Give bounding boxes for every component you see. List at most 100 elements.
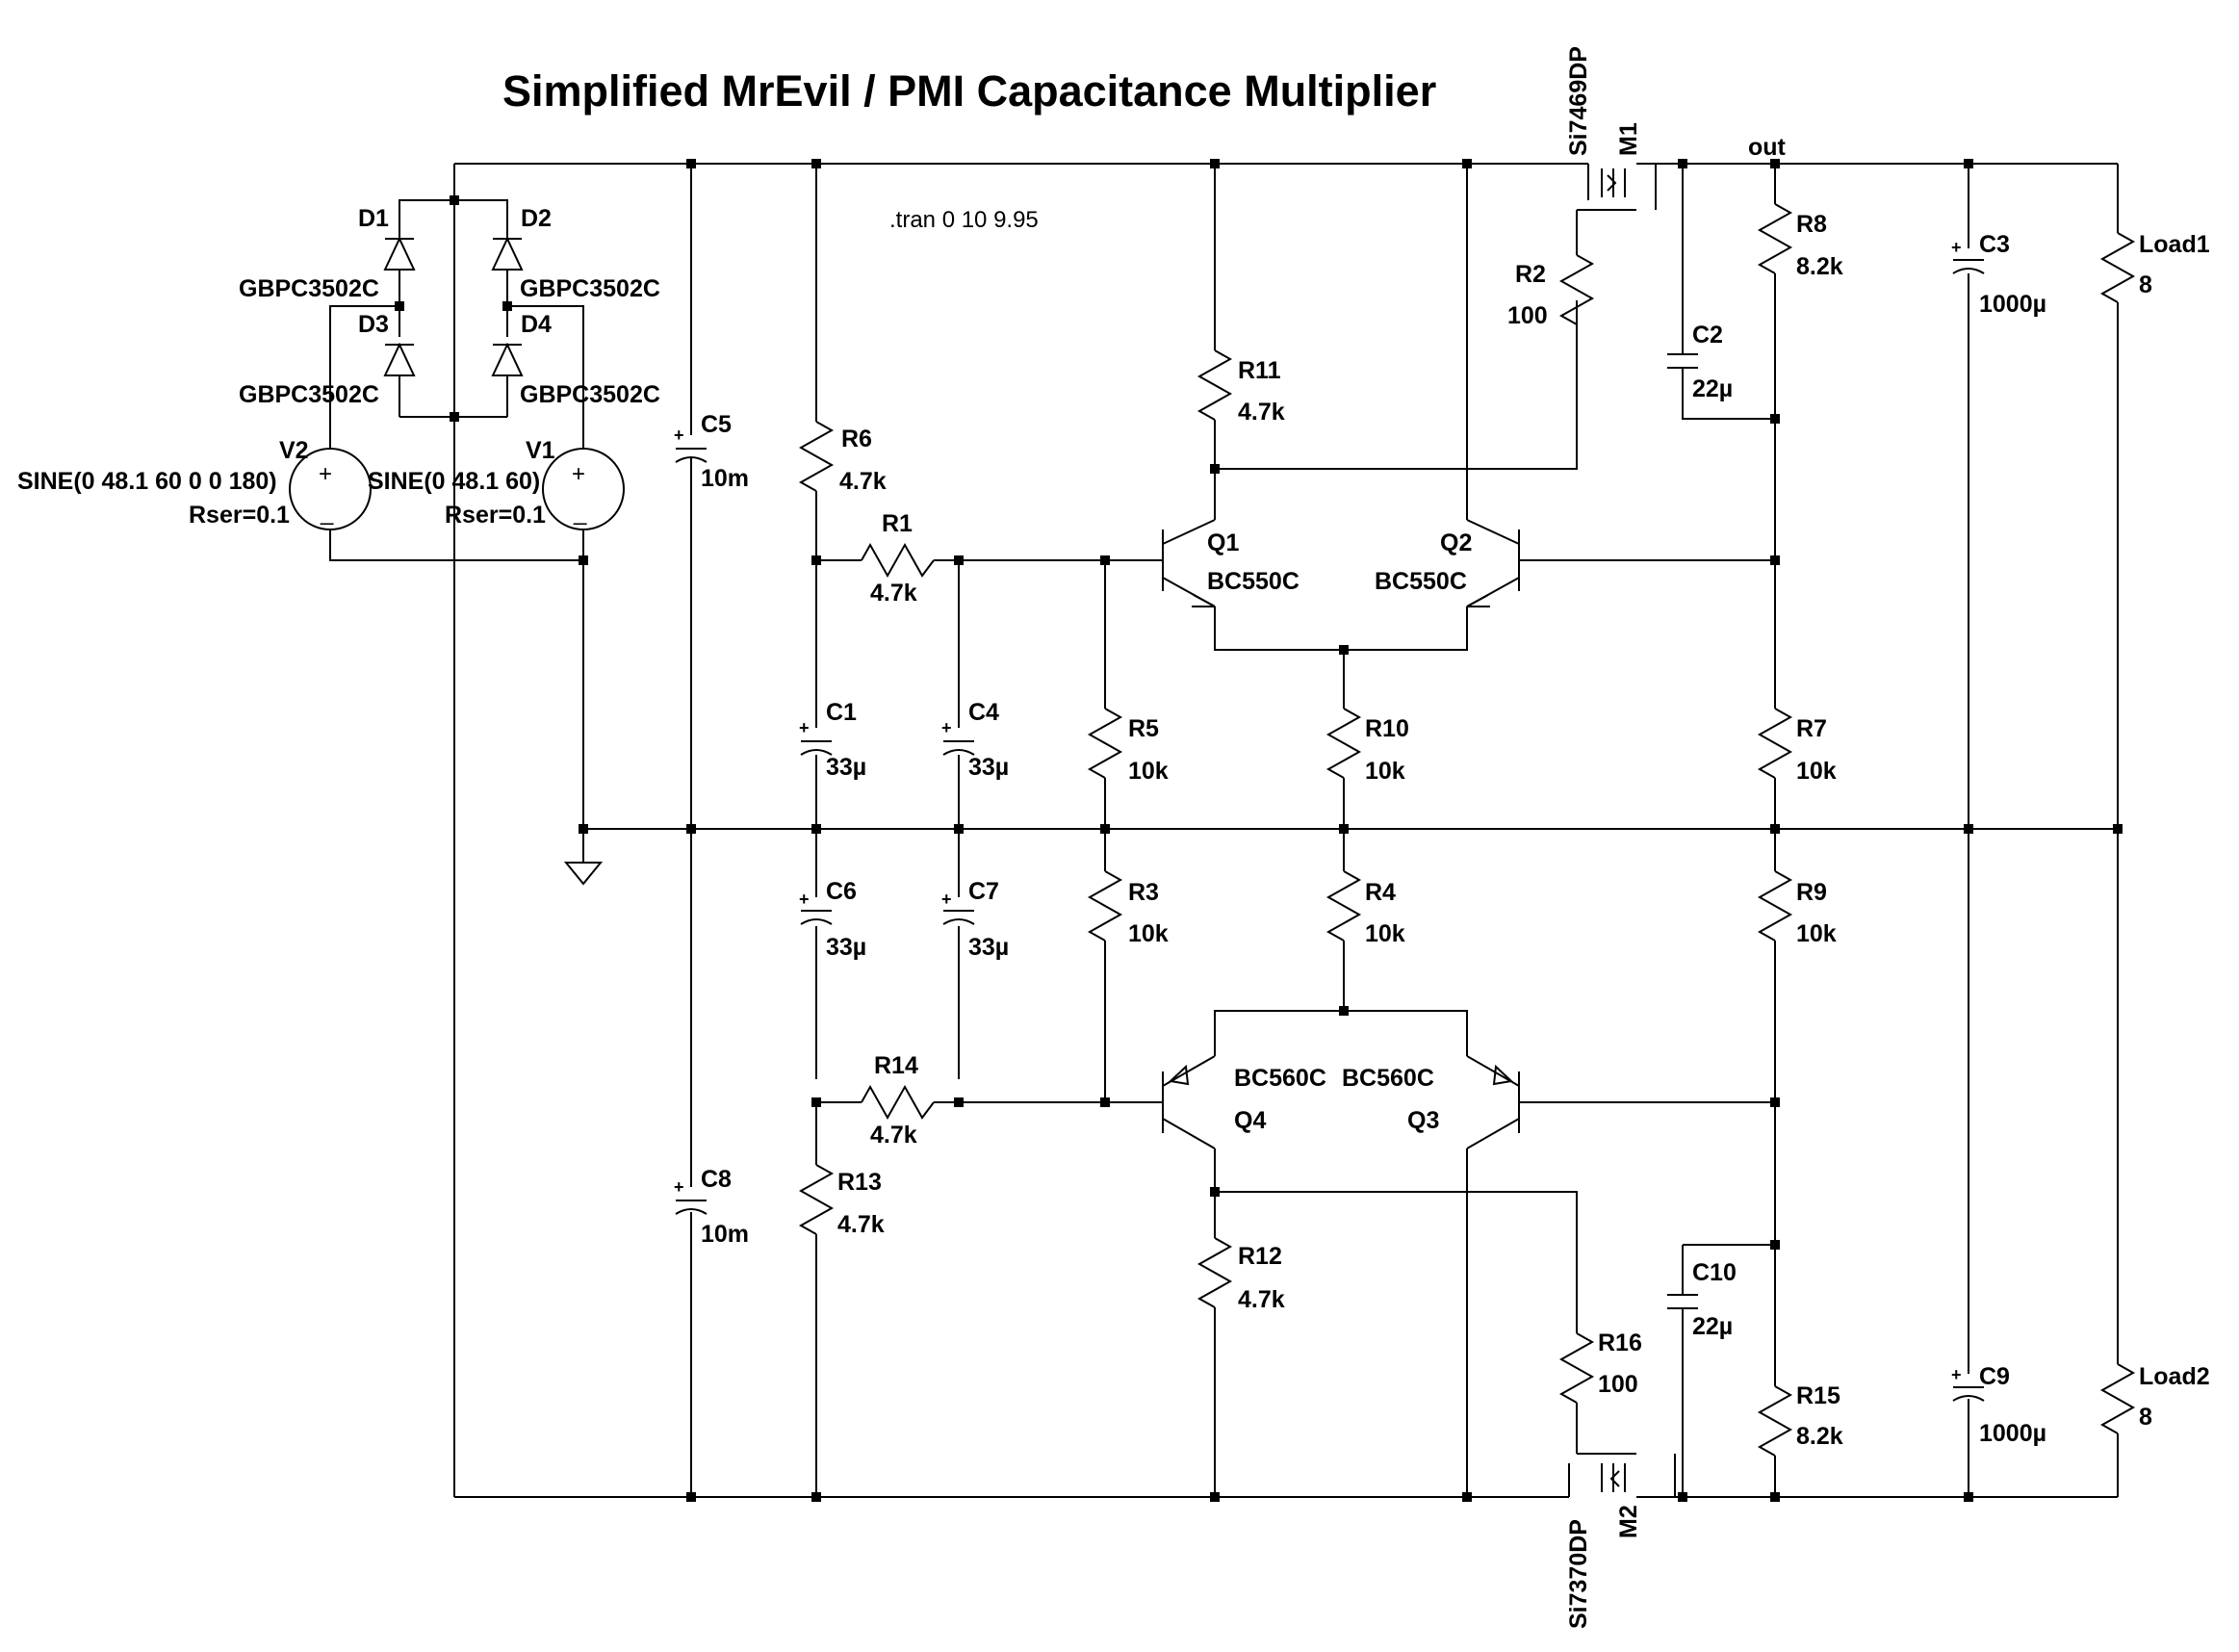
label-R5-ref: R5 (1128, 715, 1159, 742)
resistor-R7 (1757, 708, 1793, 779)
svg-text:+: + (1951, 238, 1962, 257)
label-D3-value: GBPC3502C (239, 381, 379, 408)
label-R4-ref: R4 (1365, 879, 1396, 906)
label-R16-value: 100 (1598, 1371, 1638, 1398)
label-Q3-ref: Q3 (1407, 1107, 1439, 1134)
resistor-R5 (1087, 708, 1123, 779)
label-R15-ref: R15 (1796, 1382, 1840, 1409)
label-C4-value: 33µ (968, 754, 1009, 781)
source-V2: + _ (289, 448, 372, 530)
label-Load1-ref: Load1 (2139, 231, 2210, 258)
label-C7-ref: C7 (968, 878, 999, 905)
label-R16-ref: R16 (1598, 1329, 1642, 1356)
capacitor-C3: + (1951, 238, 1985, 274)
label-R7-value: 10k (1796, 758, 1837, 785)
resistor-R15 (1757, 1385, 1793, 1457)
label-R3-value: 10k (1128, 920, 1169, 947)
label-R2-value: 100 (1507, 302, 1548, 329)
label-C1-ref: C1 (826, 699, 857, 726)
label-D2-ref: D2 (521, 205, 552, 232)
label-D4-ref: D4 (521, 311, 552, 338)
capacitor-C6: + (799, 890, 833, 925)
mosfet-M1 (1577, 163, 1657, 211)
resistor-R12 (1197, 1237, 1233, 1308)
capacitor-C8: + (674, 1177, 708, 1215)
label-Q3-value: BC560C (1342, 1065, 1434, 1092)
label-Q2-ref: Q2 (1440, 529, 1472, 556)
label-V1-value: SINE(0 48.1 60) (368, 468, 540, 495)
capacitor-C5: + (674, 426, 708, 463)
label-Load2-value: 8 (2139, 1404, 2152, 1431)
label-Load1-value: 8 (2139, 271, 2152, 298)
diode-D2 (491, 236, 524, 271)
diode-D4 (491, 342, 524, 376)
label-C1-value: 33µ (826, 754, 866, 781)
net-label-out: out (1748, 134, 1787, 161)
label-V2-rser: Rser=0.1 (189, 502, 290, 529)
resistor-R6 (798, 421, 835, 492)
label-R3-ref: R3 (1128, 879, 1159, 906)
label-R15-value: 8.2k (1796, 1423, 1843, 1450)
label-D4-value: GBPC3502C (520, 381, 660, 408)
svg-text:+: + (799, 890, 810, 909)
resistor-R9 (1757, 870, 1793, 942)
label-C10-value: 22µ (1692, 1313, 1733, 1340)
capacitor-C4: + (941, 718, 975, 756)
svg-text:_: _ (320, 500, 334, 526)
diode-D1 (383, 236, 416, 271)
label-C5-value: 10m (701, 465, 749, 492)
schematic-title: Simplified MrEvil / PMI Capacitance Mult… (502, 66, 1436, 116)
capacitor-C7: + (941, 890, 975, 925)
label-R1-value: 4.7k (870, 580, 917, 607)
svg-text:+: + (319, 461, 332, 487)
label-D1-value: GBPC3502C (239, 275, 379, 302)
resistor-R11 (1197, 349, 1233, 421)
label-R11-ref: R11 (1238, 357, 1281, 384)
label-R5-value: 10k (1128, 758, 1169, 785)
mosfet-M2 (1568, 1453, 1676, 1498)
label-D2-value: GBPC3502C (520, 275, 660, 302)
resistor-R2 (1558, 254, 1595, 332)
label-D1-ref: D1 (358, 205, 389, 232)
label-Q2-value: BC550C (1375, 568, 1467, 595)
svg-text:+: + (941, 718, 952, 737)
label-M2-ref: M2 (1615, 1505, 1642, 1538)
label-R6-value: 4.7k (839, 468, 887, 495)
diode-D3 (383, 342, 416, 376)
svg-text:+: + (674, 426, 684, 445)
label-C5-ref: C5 (701, 411, 732, 438)
transistor-Q2 (1466, 519, 1520, 607)
resistor-R14 (861, 1084, 935, 1121)
label-C7-value: 33µ (968, 934, 1009, 961)
label-C8-ref: C8 (701, 1166, 732, 1193)
svg-text:+: + (799, 718, 810, 737)
source-V1: + _ (542, 448, 625, 530)
label-R12-value: 4.7k (1238, 1286, 1285, 1313)
label-R8-ref: R8 (1796, 211, 1827, 238)
label-V2-value: SINE(0 48.1 60 0 0 180) (17, 468, 277, 495)
label-R1-ref: R1 (882, 510, 913, 537)
label-R12-ref: R12 (1238, 1243, 1282, 1270)
label-R8-value: 8.2k (1796, 253, 1843, 280)
resistor-R1 (861, 542, 935, 579)
label-R2-ref: R2 (1515, 261, 1546, 288)
ground-symbol (563, 862, 604, 886)
label-V1-rser: Rser=0.1 (445, 502, 546, 529)
capacitor-C10 (1667, 1294, 1698, 1309)
resistor-Load2 (2099, 1363, 2136, 1434)
label-R6-ref: R6 (841, 426, 872, 452)
label-R13-ref: R13 (837, 1169, 882, 1196)
capacitor-C1: + (799, 718, 833, 756)
label-C10-ref: C10 (1692, 1259, 1737, 1286)
label-R9-ref: R9 (1796, 879, 1827, 906)
label-C6-value: 33µ (826, 934, 866, 961)
svg-text:+: + (941, 890, 952, 909)
spice-directive: .tran 0 10 9.95 (889, 207, 1039, 233)
label-R7-ref: R7 (1796, 715, 1827, 742)
label-C3-ref: C3 (1979, 231, 2010, 258)
resistor-R3 (1087, 870, 1123, 942)
label-Q4-ref: Q4 (1234, 1107, 1266, 1134)
label-R13-value: 4.7k (837, 1211, 885, 1238)
transistor-Q4 (1162, 1055, 1216, 1149)
